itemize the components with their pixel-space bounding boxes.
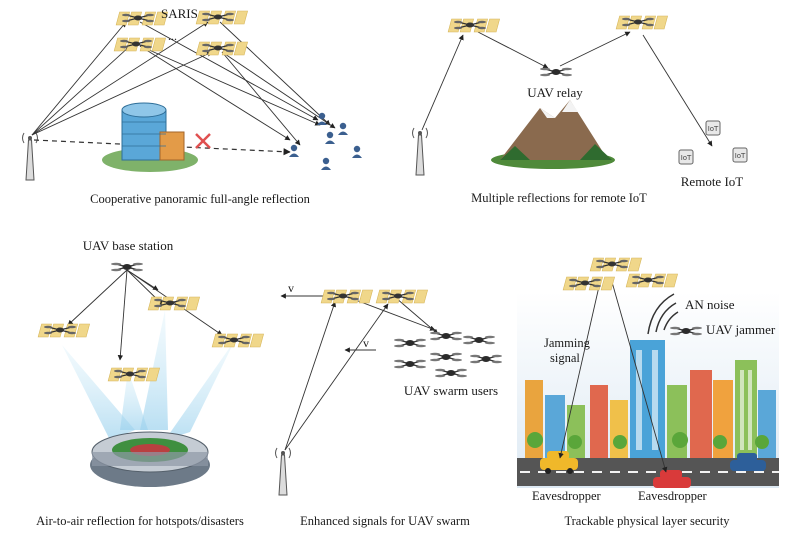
swarm-drone-icon [462,335,496,345]
caption-cooperative: Cooperative panoramic full-angle reflect… [90,192,310,206]
user-icon [352,145,362,158]
security-rays [558,281,668,473]
saris-icon [562,276,616,291]
saris-icon [375,289,429,304]
user-icon [321,157,331,170]
saris-icon [589,257,643,272]
swarm-drone-icon [393,359,427,369]
an-noise-label: AN noise [685,297,735,312]
user-icon [325,131,335,144]
saris-icon [147,296,201,311]
user-icon [289,144,299,157]
saris-icon [107,367,161,382]
iot-device-icon [705,120,721,136]
jamming-signal-label: signal [550,351,580,365]
base-station-tower-icon [412,127,428,176]
velocity-label: v [288,281,294,295]
saris-icon [113,37,167,52]
user-icon [338,122,348,135]
mountain-icon [491,100,615,169]
saris-icon [211,333,265,348]
swarm-drone-icon [429,352,463,362]
panel-physical-security: AN noise UAV jammer Jamming signal Eaves… [517,257,779,528]
panel-uav-swarm: v v UAV swarm users Enhanced signals for… [275,281,503,528]
eavesdropper-label: Eavesdropper [532,489,602,503]
ellipsis-label: ... [168,29,177,43]
uav-relay-icon [539,66,573,78]
base-station-tower-icon [275,447,291,496]
blocked-x-icon [195,133,211,149]
trees [527,432,769,449]
uav-jammer-label: UAV jammer [706,322,776,337]
light-beams [62,310,235,440]
swarm-rays [280,293,439,451]
bs-rays [67,269,223,361]
saris-icon [447,18,501,33]
saris-label: SARIS [161,6,198,21]
stadium-icon [90,431,210,487]
caption-physical-security: Trackable physical layer security [564,514,730,528]
iot-device-icon [732,147,748,163]
panel-remote-iot: UAV relay Remote IoT Multiple reflection… [412,15,748,205]
saris-icon [625,273,679,288]
caption-air-to-air: Air-to-air reflection for hotspots/disas… [36,514,244,528]
swarm-users-label: UAV swarm users [404,383,498,398]
remote-iot-label: Remote IoT [681,174,744,189]
panel-cooperative-reflection: SARIS ... Cooperative panoramic full-ang… [22,6,362,206]
swarm-drone-icon [393,338,427,348]
uav-relay-label: UAV relay [527,85,583,100]
saris-icon [320,289,374,304]
swarm-drone-icon [469,354,503,364]
saris-icon [195,41,249,56]
reflection-rays [31,21,336,146]
relay-rays [421,31,713,147]
noise-wave-icon [647,293,679,335]
saris-icon [37,323,91,338]
panel-air-to-air: UAV base station Air-to-air reflection f… [36,238,265,528]
velocity-label: v [363,336,369,350]
building-icon [102,102,198,172]
swarm-drone-icon [429,331,463,341]
eavesdropper-label: Eavesdropper [638,489,708,503]
swarm-drone-icon [434,368,468,378]
jamming-signal-label: Jamming [544,336,591,350]
car-icon [730,453,766,471]
uav-base-station-label: UAV base station [83,238,174,253]
caption-remote-iot: Multiple reflections for remote IoT [471,191,647,205]
saris-icon [615,15,669,30]
caption-uav-swarm: Enhanced signals for UAV swarm [300,514,470,528]
saris-icon [195,10,249,25]
iot-device-icon [678,149,694,165]
eavesdropper-car-icon [653,470,691,488]
